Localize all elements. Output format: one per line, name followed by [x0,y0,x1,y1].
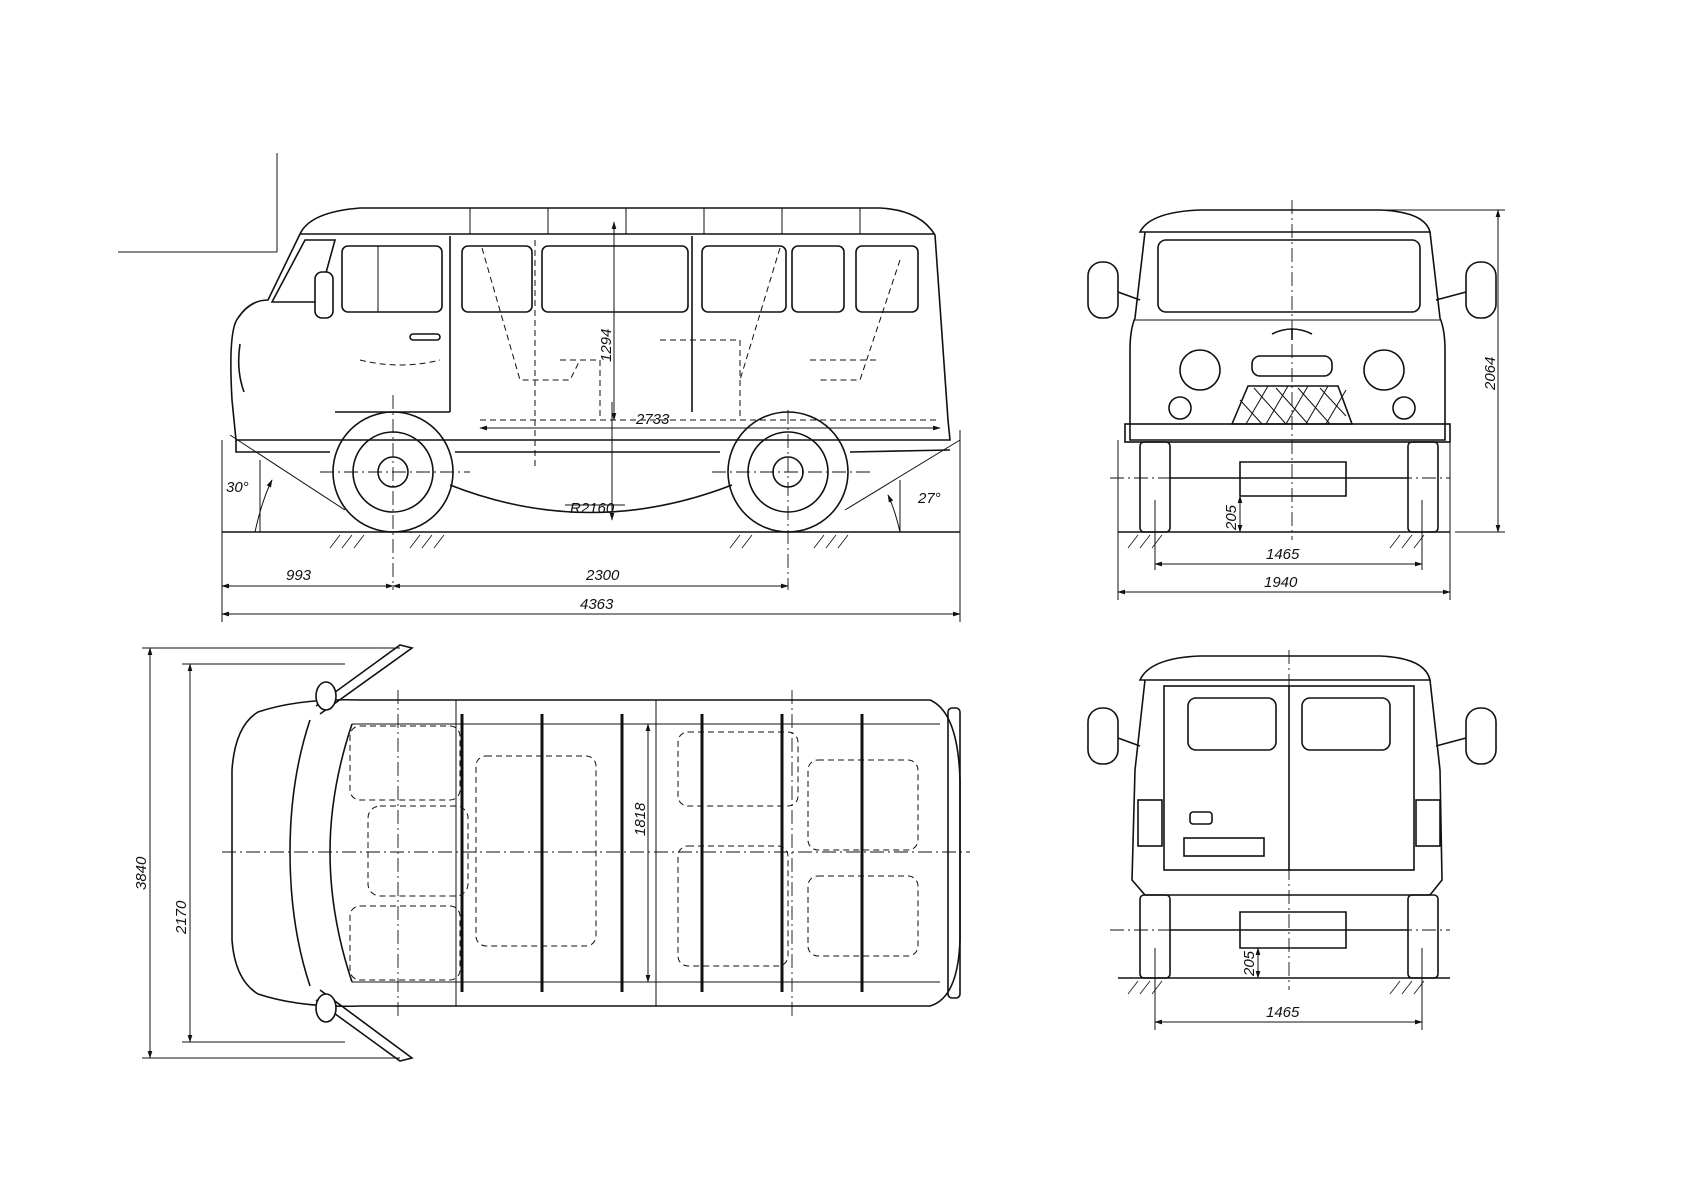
dim-interior-width: 1818 [632,802,649,836]
front-grille-side [239,344,244,392]
dim-departure-angle: 27° [917,490,941,507]
top-interior-seats [350,726,918,980]
rear-right-tire [1408,895,1438,978]
rear-roof [1140,656,1430,680]
dim-front-overhang: 993 [286,567,312,584]
rear-right-mirror [1466,708,1496,764]
sheet-corner-mark [118,153,277,252]
front-windshield [1158,240,1420,312]
rear-license-plate [1184,838,1264,856]
side-window-1 [462,246,532,312]
front-headlights [1169,350,1415,419]
rear-window-left [1188,698,1276,750]
dim-rear-track: 1465 [1266,1004,1300,1021]
dim-wheelbase: 2300 [585,567,620,584]
door-handle [410,334,440,340]
dim-top-width-mirrors: 3840 [133,856,150,890]
dim-interior-height: 1294 [598,329,615,362]
dim-turning-radius: R2160 [570,500,615,517]
dim-overall-length: 4363 [580,596,614,613]
side-ground-line [222,532,960,548]
dim-top-width-body: 2170 [173,900,190,935]
cab-side-window [342,246,442,312]
front-axle [1170,462,1408,496]
rear-tail-light-left [1138,800,1162,846]
rear-left-mirror [1088,708,1118,764]
rear-view: 1465 205 [1088,650,1496,1030]
rear-door-handle [1190,812,1212,824]
dim-front-track: 1465 [1266,546,1300,563]
dim-front-height: 2064 [1482,357,1499,391]
rear-window-right [1302,698,1390,750]
front-roof [1140,210,1430,232]
rear-tail-light-right [1416,800,1440,846]
side-window-5 [856,246,918,312]
top-view: 1818 3840 2170 [133,645,970,1061]
side-body-outline [231,208,950,440]
dim-front-width: 1940 [1264,574,1298,591]
front-right-tire [1408,442,1438,532]
roof-rack [470,208,860,234]
dim-front-clearance: 205 [1223,504,1240,531]
top-roof-slats [456,700,862,1006]
front-left-mirror [1088,262,1118,318]
dim-approach-angle: 30° [226,479,249,496]
front-cab [1130,232,1445,440]
side-window-2 [542,246,688,312]
side-window-3 [702,246,786,312]
side-view: 2733 1294 R2160 30° 27° 993 2300 4363 [222,208,960,622]
dim-rear-clearance: 205 [1241,950,1258,977]
side-window-4 [792,246,844,312]
front-right-mirror [1466,262,1496,318]
dim-interior-length: 2733 [635,411,670,428]
rear-body [1132,680,1442,895]
side-mirror [315,272,333,318]
interior-seats-dashed [360,240,940,470]
front-view: 1465 1940 205 2064 [1088,200,1505,600]
